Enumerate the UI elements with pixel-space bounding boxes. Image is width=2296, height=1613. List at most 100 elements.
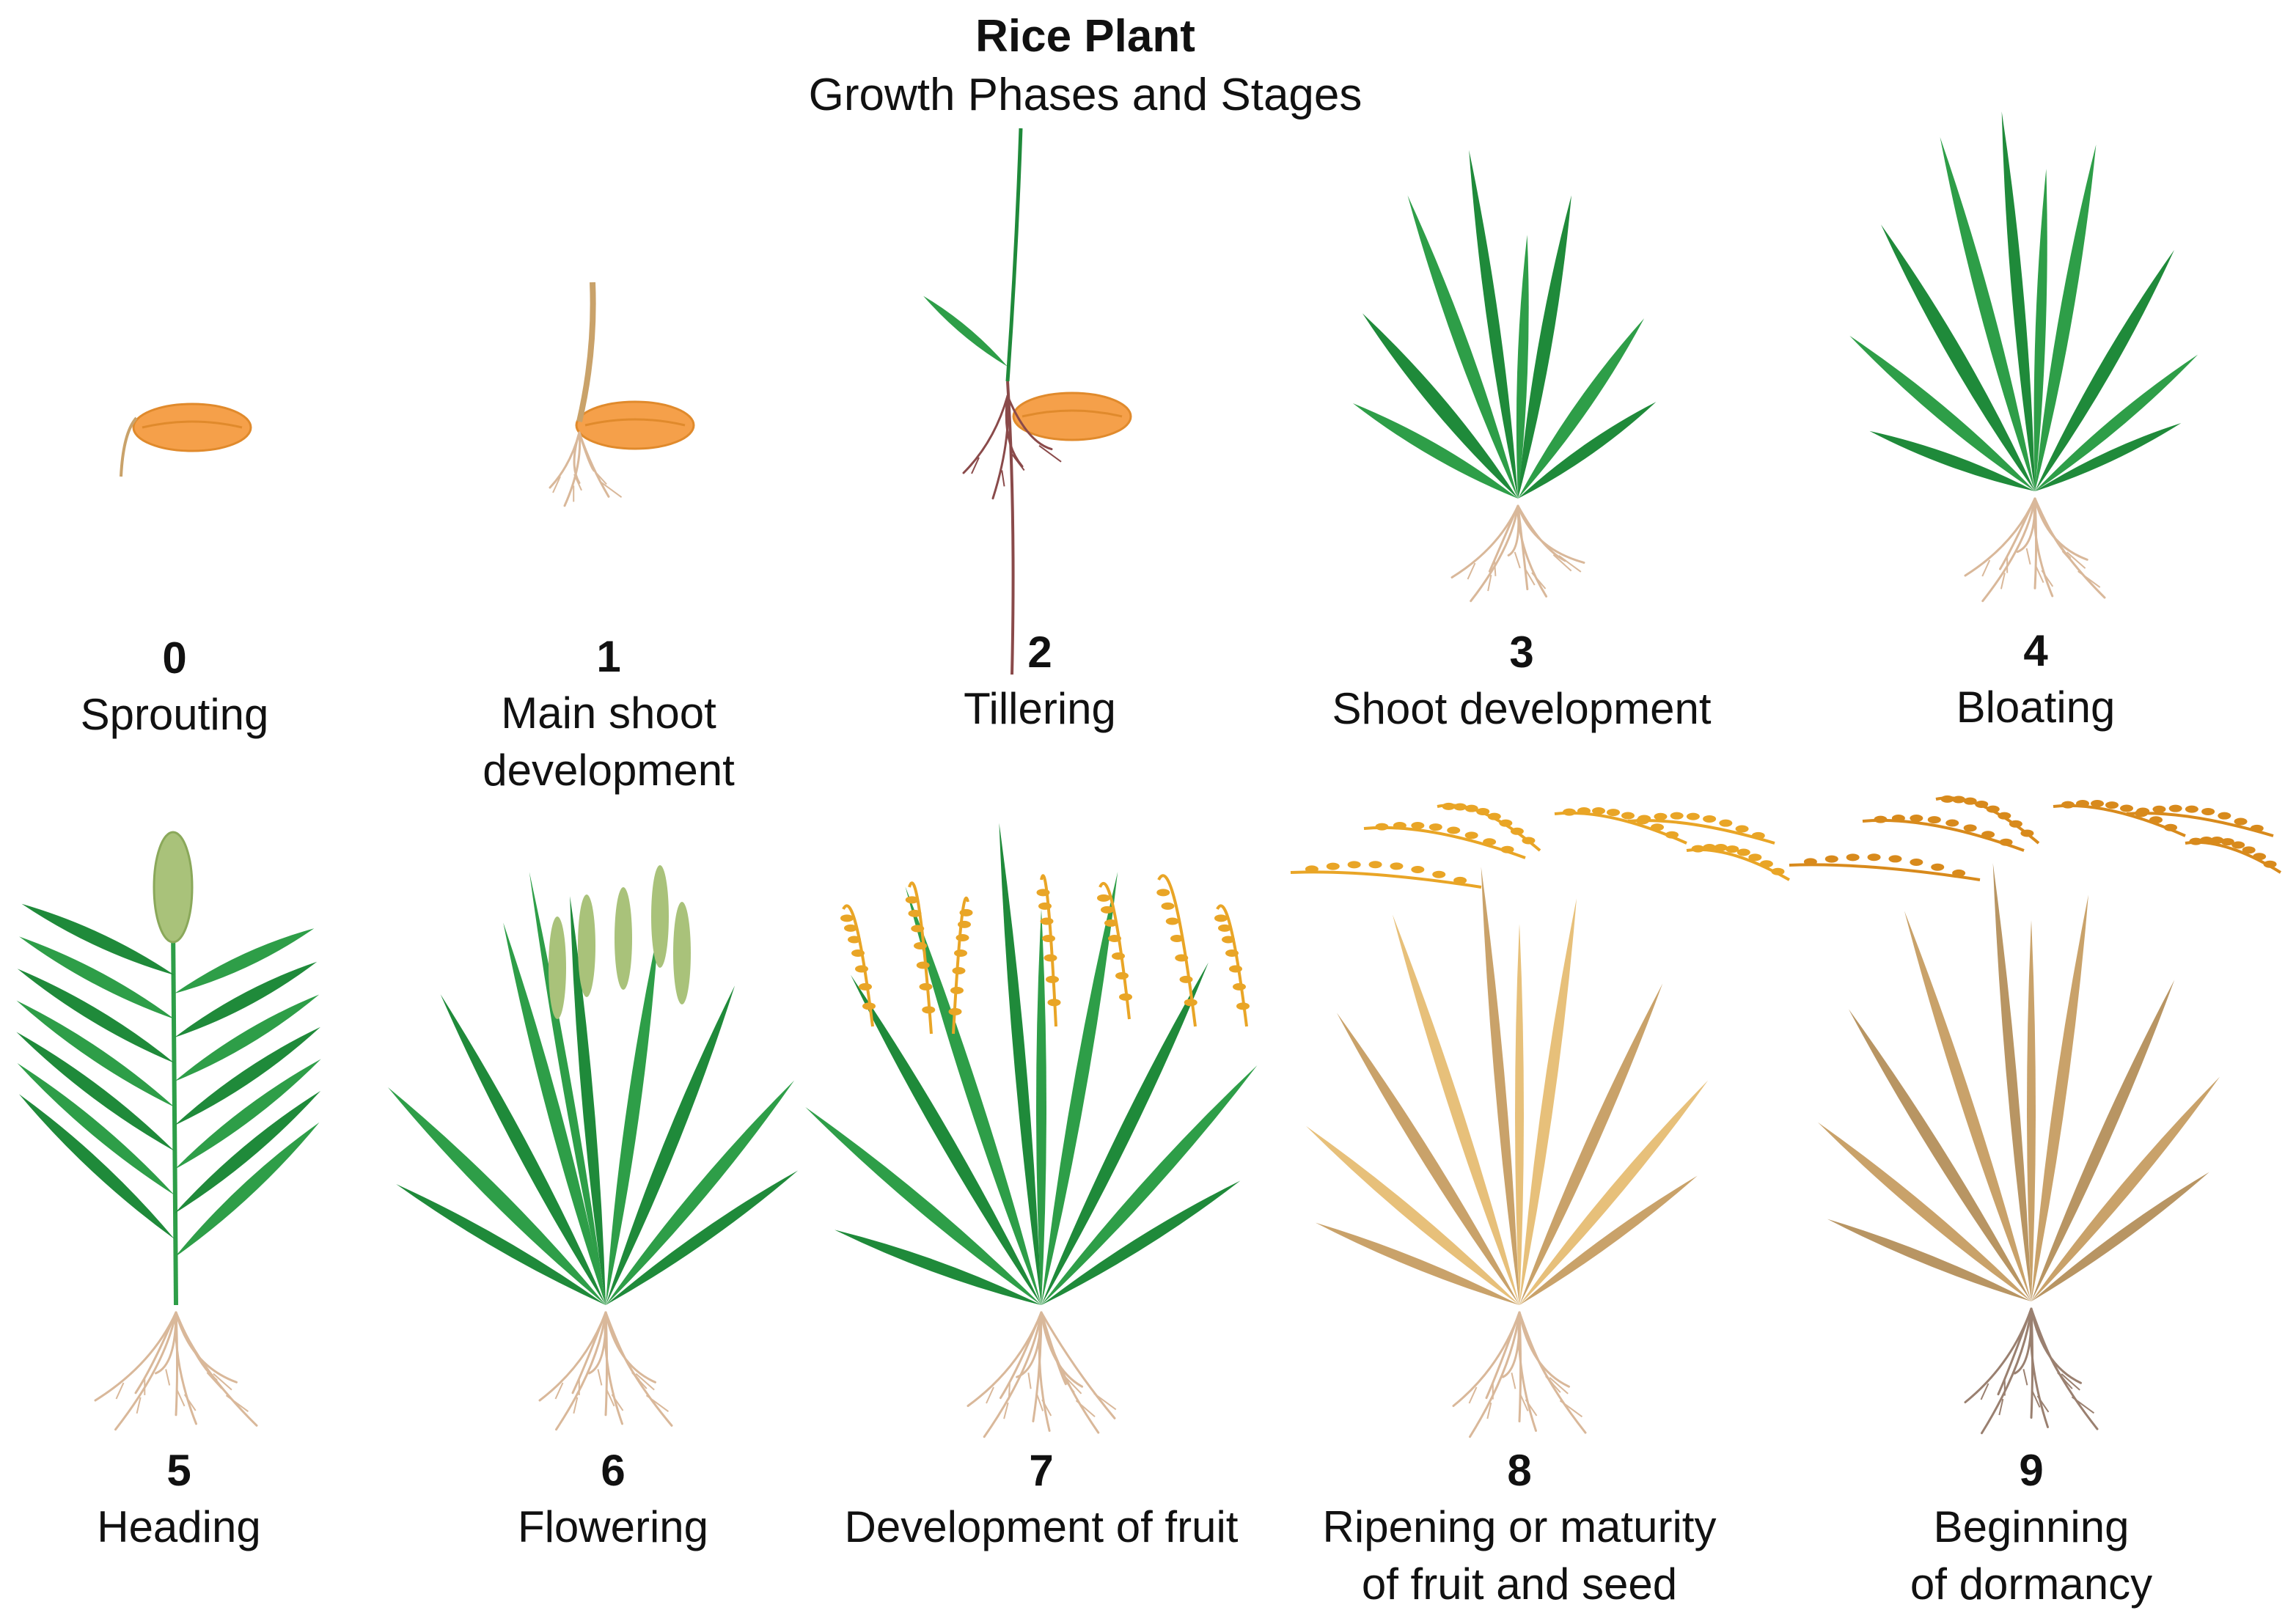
seed <box>1736 848 1750 856</box>
seed <box>844 924 857 932</box>
root <box>538 1311 607 1402</box>
stage-number: 8 <box>1507 1446 1532 1495</box>
root-hair <box>1511 1373 1516 1389</box>
seed <box>1665 831 1679 839</box>
stage-8-illustration <box>1290 802 1790 1439</box>
root-hair <box>1011 453 1025 471</box>
leaf <box>1519 983 1663 1305</box>
root-hair <box>645 1395 670 1412</box>
leaf <box>1519 1080 1709 1305</box>
root <box>1518 1311 1587 1434</box>
leaf <box>1315 1222 1519 1305</box>
root <box>555 1311 607 1431</box>
stage-4-illustration <box>1849 111 2198 603</box>
seed <box>1044 954 1057 962</box>
seed <box>862 1002 876 1010</box>
seed <box>1607 809 1620 817</box>
leaf <box>19 936 175 1019</box>
stage-name: Main shoot development <box>483 688 735 795</box>
root-hair <box>1980 1383 1989 1400</box>
root-hair <box>2022 1369 2028 1386</box>
root <box>604 1311 656 1384</box>
leaf <box>606 1170 799 1305</box>
seed <box>2076 800 2089 808</box>
seed <box>1703 815 1717 823</box>
root-hair <box>554 1382 564 1400</box>
leaf <box>999 823 1041 1305</box>
seed <box>1714 844 1728 852</box>
root <box>1516 504 1585 564</box>
leaf <box>1904 911 2031 1301</box>
seed <box>1963 797 1977 805</box>
seed <box>1499 819 1513 827</box>
root-hair <box>1038 444 1062 463</box>
seed <box>2164 823 2177 831</box>
root <box>1964 497 2036 577</box>
leaf <box>175 928 315 993</box>
stage-1: 1 Main shoot development <box>359 629 858 799</box>
root <box>1452 1311 1521 1407</box>
leaf <box>606 1080 795 1305</box>
seed <box>1483 838 1497 846</box>
seed <box>1703 844 1717 852</box>
seed <box>2185 805 2198 813</box>
root-hair <box>1525 1399 1538 1417</box>
seed <box>1952 796 1966 804</box>
root <box>563 431 582 507</box>
grain-line <box>584 418 686 427</box>
stage-number: 5 <box>166 1446 191 1495</box>
seed <box>919 982 933 991</box>
seed <box>1464 804 1478 812</box>
root-hair <box>552 476 561 493</box>
leaf <box>1848 1009 2031 1301</box>
leaf <box>1519 898 1577 1305</box>
leaf <box>2035 354 2198 491</box>
seed <box>954 949 967 957</box>
root-hair <box>1467 562 1476 580</box>
root <box>1981 497 2036 603</box>
root-hair <box>1998 1398 2004 1416</box>
seed <box>1038 902 1052 910</box>
panicle-stem <box>1099 881 1131 1020</box>
seed <box>1999 838 2013 846</box>
root-hair <box>1036 1395 1044 1411</box>
seed <box>1161 902 1175 910</box>
figure-subtitle: Growth Phases and Stages <box>808 70 1362 120</box>
root-hair <box>1487 574 1492 592</box>
root-hair <box>1531 572 1547 589</box>
root <box>2033 497 2054 598</box>
panicle-stem <box>1627 819 1775 845</box>
leaf <box>570 896 606 1305</box>
leaf <box>21 903 175 975</box>
seed <box>1654 812 1668 820</box>
seed <box>1670 812 1684 820</box>
leaf <box>1518 195 1571 499</box>
seed <box>2218 812 2231 820</box>
leaf <box>905 886 1041 1305</box>
stage-name: Flowering <box>517 1502 709 1551</box>
seed <box>1735 825 1749 833</box>
seed <box>1910 859 1923 867</box>
leaf <box>1817 1122 2031 1301</box>
seed <box>1725 845 1739 853</box>
root-hair <box>1041 1399 1052 1417</box>
stage-7-illustration <box>805 823 1258 1439</box>
leaf <box>2031 894 2088 1301</box>
leaf <box>2001 111 2035 491</box>
seed <box>1432 870 1446 878</box>
seed <box>1165 917 1179 925</box>
title-block: Rice Plant Growth Phases and Stages <box>0 7 2171 125</box>
root-hair <box>1559 1400 1583 1418</box>
seed <box>1637 815 1651 823</box>
leaf <box>2035 249 2174 491</box>
root-hair <box>1519 1395 1529 1411</box>
root-hair <box>606 1389 615 1407</box>
stage-0-illustration <box>120 403 252 477</box>
seed <box>914 942 927 949</box>
seed <box>1867 853 1881 861</box>
seed <box>1428 823 1442 831</box>
leaf <box>17 1063 175 1195</box>
leaf <box>2035 423 2182 491</box>
seed <box>2152 805 2166 813</box>
panicle-stem <box>1040 874 1057 1027</box>
